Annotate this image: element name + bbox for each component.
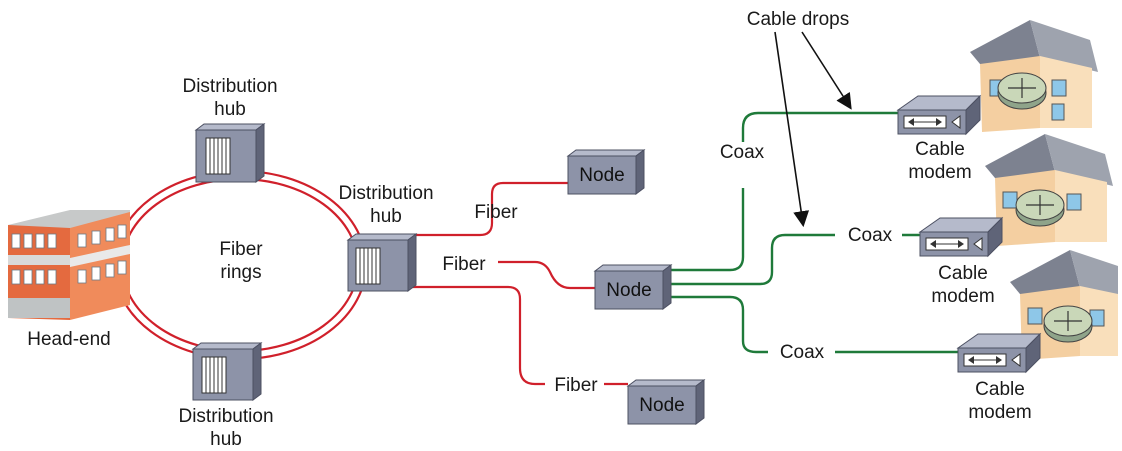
coax-line-3 <box>669 295 768 354</box>
node-box-1: Node <box>566 149 646 195</box>
coax-line-1 <box>669 188 745 272</box>
router-icon-2 <box>1015 189 1065 227</box>
coax-label-1: Coax <box>719 142 765 163</box>
coax-links <box>669 111 965 354</box>
fiber-line-node-2 <box>498 260 597 290</box>
fiber-label-1: Fiber <box>474 202 518 223</box>
router-icon-1 <box>997 72 1047 110</box>
router-icon-3 <box>1043 305 1093 343</box>
node-label-1: Node <box>579 165 624 186</box>
node-label-2: Node <box>606 280 651 301</box>
node-label-3: Node <box>639 395 684 416</box>
distribution-hub-icon-middle <box>346 233 418 292</box>
distribution-hub-icon-bottom <box>191 342 263 401</box>
cable-modem-icon-1 <box>896 94 982 136</box>
cable-drops-arrows <box>774 31 852 228</box>
fiber-line-node-1 <box>412 181 568 237</box>
coax-line-2 <box>669 233 835 286</box>
coax-label-2: Coax <box>847 225 893 246</box>
fiber-line-node-3 <box>412 285 545 386</box>
fiber-label-3: Fiber <box>554 375 598 396</box>
coax-label-3: Coax <box>779 342 825 363</box>
cable-drops-label: Cable drops <box>746 9 850 30</box>
node-box-2: Node <box>593 264 673 310</box>
building-icon <box>8 210 130 320</box>
coax-line-1-upper <box>741 111 905 142</box>
distribution-hub-icon-top <box>194 123 266 183</box>
cable-modem-icon-3 <box>956 332 1042 374</box>
node-box-3: Node <box>626 379 706 425</box>
cable-modem-icon-2 <box>918 216 1004 258</box>
house-icon-2 <box>985 134 1113 246</box>
fiber-label-2: Fiber <box>442 254 486 275</box>
head-end-label: Head-end <box>27 329 111 350</box>
fiber-links <box>412 181 628 386</box>
